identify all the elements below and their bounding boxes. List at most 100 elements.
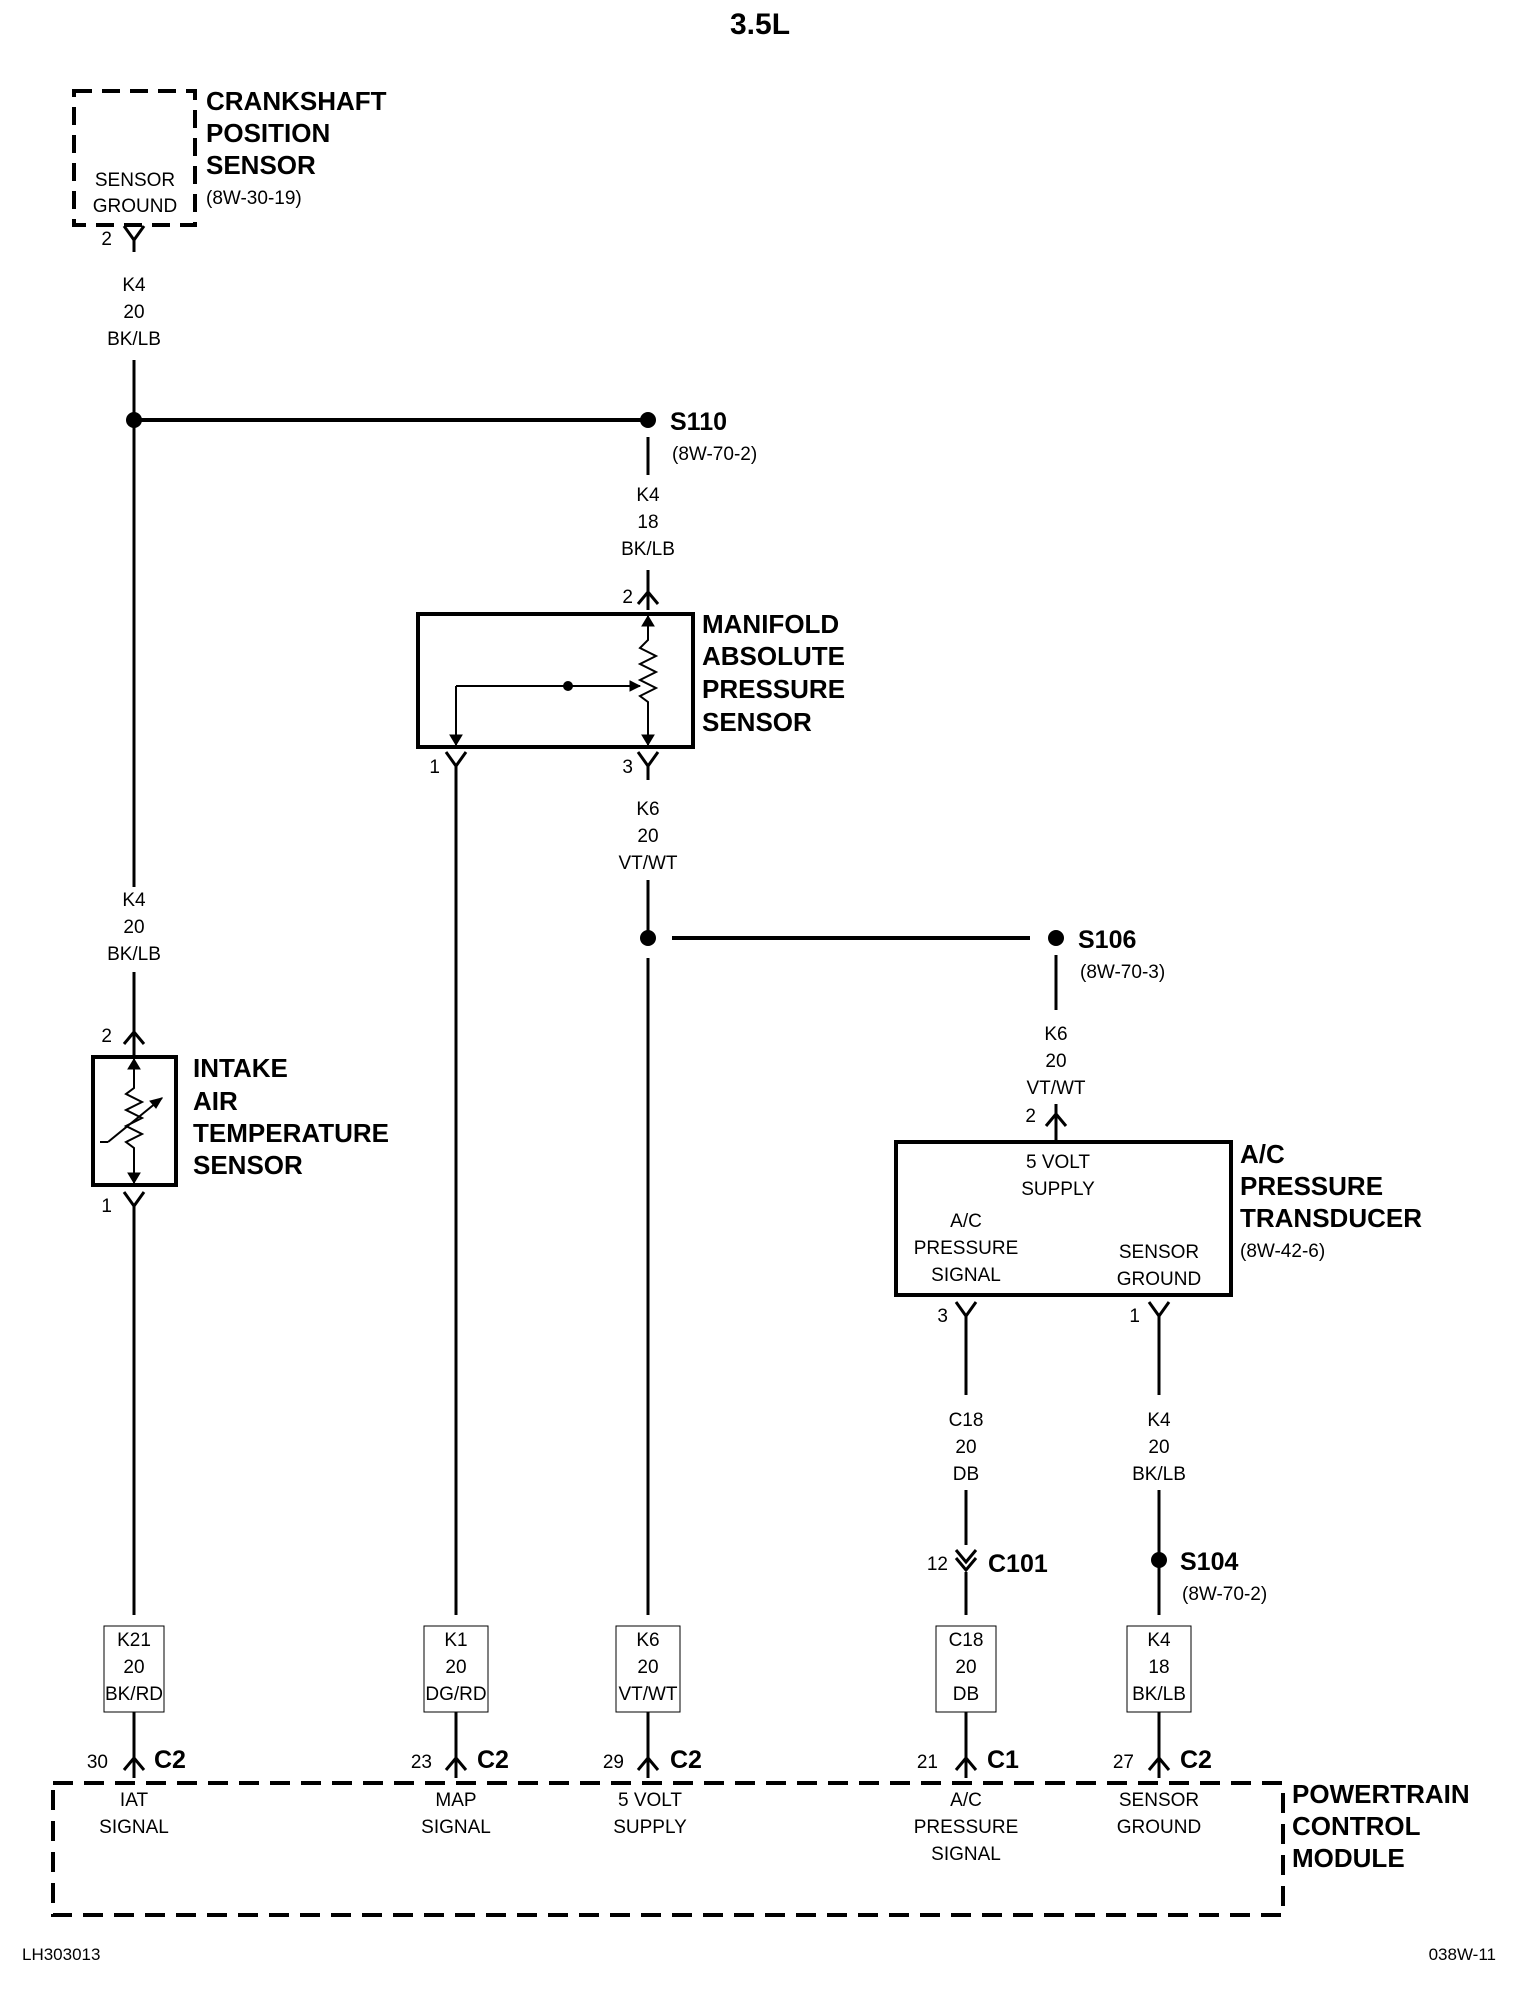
svg-text:(8W-70-2): (8W-70-2) — [1182, 1584, 1267, 1605]
svg-text:20: 20 — [955, 1657, 976, 1678]
svg-text:K1: K1 — [444, 1630, 467, 1651]
wire-label-map-k1: K1 20 DG/RD — [423, 1625, 489, 1713]
svg-text:20: 20 — [637, 1657, 658, 1678]
svg-text:18: 18 — [1148, 1657, 1169, 1678]
svg-text:20: 20 — [123, 917, 144, 938]
svg-text:DB: DB — [953, 1464, 979, 1485]
wire-label-pcm-c18: C18 20 DB — [935, 1625, 997, 1713]
svg-text:20: 20 — [955, 1437, 976, 1458]
connector-symbol — [444, 751, 468, 780]
pin-number: 1 — [101, 1196, 112, 1217]
component-name: MODULE — [1292, 1843, 1405, 1873]
splice-s110: S110 (8W-70-2) — [640, 408, 757, 465]
svg-text:SIGNAL: SIGNAL — [99, 1817, 169, 1838]
inner-label: GROUND — [1117, 1269, 1201, 1290]
svg-text:12: 12 — [927, 1554, 948, 1575]
svg-text:SUPPLY: SUPPLY — [613, 1817, 687, 1838]
svg-text:C18: C18 — [949, 1630, 984, 1651]
manifold-absolute-pressure-sensor: 2 MANIFOLD ABSOLUTE PRESSURE SENSOR 1 3 — [416, 570, 845, 780]
intake-air-temperature-sensor: 2 INTAKE AIR TEMPERATURE SENSOR 1 — [91, 1020, 389, 1220]
svg-text:(8W-70-2): (8W-70-2) — [672, 444, 757, 465]
svg-text:S104: S104 — [1180, 1548, 1238, 1576]
splice-dot — [640, 930, 656, 946]
connector-symbol — [636, 751, 660, 780]
svg-text:SIGNAL: SIGNAL — [421, 1817, 491, 1838]
wire-label-pcm-k4: K4 18 BK/LB — [1126, 1625, 1192, 1713]
svg-text:20: 20 — [637, 826, 658, 847]
pcm-pin-5v: 29 C2 5 VOLT SUPPLY — [603, 1745, 702, 1838]
svg-text:(8W-70-3): (8W-70-3) — [1080, 962, 1165, 983]
component-name: PRESSURE — [1240, 1171, 1383, 1201]
inner-label: A/C — [950, 1211, 982, 1232]
svg-text:21: 21 — [917, 1752, 938, 1773]
pin-number: 2 — [101, 229, 112, 250]
svg-text:S110: S110 — [670, 408, 727, 436]
svg-text:BK/LB: BK/LB — [1132, 1684, 1186, 1705]
svg-text:SIGNAL: SIGNAL — [931, 1844, 1001, 1865]
pin-number: 2 — [1025, 1106, 1036, 1127]
component-ref: (8W-42-6) — [1240, 1241, 1325, 1262]
wire-label-map-k6: K6 20 VT/WT — [618, 799, 677, 874]
pcm-pin-iat: 30 C2 IAT SIGNAL — [87, 1745, 186, 1838]
svg-text:BK/LB: BK/LB — [1132, 1464, 1186, 1485]
component-name: INTAKE — [193, 1053, 288, 1083]
pin-number: 3 — [622, 757, 633, 778]
inner-label: SIGNAL — [931, 1265, 1001, 1286]
svg-text:C101: C101 — [988, 1550, 1048, 1578]
svg-text:BK/RD: BK/RD — [105, 1684, 163, 1705]
powertrain-control-module: POWERTRAIN CONTROL MODULE — [51, 1779, 1470, 1917]
svg-text:K6: K6 — [636, 1630, 659, 1651]
svg-text:BK/LB: BK/LB — [107, 944, 161, 965]
component-name: SENSOR — [206, 150, 316, 180]
connector-symbol — [1147, 1301, 1171, 1330]
svg-text:20: 20 — [445, 1657, 466, 1678]
connector-symbol — [122, 1191, 146, 1220]
svg-text:VT/WT: VT/WT — [618, 853, 677, 874]
svg-text:20: 20 — [123, 302, 144, 323]
svg-text:20: 20 — [123, 1657, 144, 1678]
component-name: PRESSURE — [702, 674, 845, 704]
svg-text:S106: S106 — [1078, 926, 1136, 954]
inner-label: PRESSURE — [914, 1238, 1019, 1259]
wire-label-s110-k4: K4 18 BK/LB — [621, 485, 675, 560]
svg-text:K4: K4 — [122, 275, 146, 296]
component-name: TRANSDUCER — [1240, 1203, 1422, 1233]
pcm-pin-ac: 21 C1 A/C PRESSURE SIGNAL — [914, 1745, 1019, 1865]
wire-label-ac-k4: K4 20 BK/LB — [1132, 1410, 1186, 1485]
svg-text:K4: K4 — [1147, 1630, 1171, 1651]
wire-label-iat-k4: K4 20 BK/LB — [107, 890, 161, 965]
svg-text:23: 23 — [411, 1752, 432, 1773]
svg-text:C2: C2 — [670, 1746, 702, 1774]
svg-text:SENSOR: SENSOR — [1119, 1790, 1199, 1811]
svg-text:5 VOLT: 5 VOLT — [618, 1790, 682, 1811]
svg-text:29: 29 — [603, 1752, 624, 1773]
svg-text:K6: K6 — [636, 799, 659, 820]
connector-symbol — [954, 1301, 978, 1330]
svg-text:C2: C2 — [154, 1746, 186, 1774]
connector-symbol — [1044, 1104, 1068, 1140]
ac-pressure-transducer: 2 5 VOLT SUPPLY A/C PRESSURE SIGNAL SENS… — [894, 1104, 1422, 1330]
crankshaft-position-sensor: SENSOR GROUND CRANKSHAFT POSITION SENSOR… — [72, 86, 387, 252]
component-name: A/C — [1240, 1139, 1285, 1169]
component-name: TEMPERATURE — [193, 1118, 389, 1148]
wire-label-iat-k21: K21 20 BK/RD — [103, 1625, 165, 1713]
svg-text:C18: C18 — [949, 1410, 984, 1431]
svg-text:VT/WT: VT/WT — [1026, 1078, 1085, 1099]
connector-symbol — [122, 1020, 146, 1055]
wire-label-ac-c18: C18 20 DB — [949, 1410, 984, 1485]
svg-text:C2: C2 — [477, 1746, 509, 1774]
component-name: AIR — [193, 1086, 238, 1116]
component-name: SENSOR — [702, 707, 812, 737]
footer-right-code: 038W-11 — [1429, 1945, 1496, 1964]
svg-text:IAT: IAT — [120, 1790, 149, 1811]
svg-text:PRESSURE: PRESSURE — [914, 1817, 1019, 1838]
svg-text:GROUND: GROUND — [1117, 1817, 1201, 1838]
svg-text:MAP: MAP — [435, 1790, 476, 1811]
wire-label-s106-k6: K6 20 VT/WT — [1026, 1024, 1085, 1099]
svg-text:K4: K4 — [1147, 1410, 1171, 1431]
pcm-pin-map: 23 C2 MAP SIGNAL — [411, 1745, 509, 1838]
component-ref: (8W-30-19) — [206, 188, 302, 209]
svg-text:DB: DB — [953, 1684, 979, 1705]
pin-number: 2 — [622, 587, 633, 608]
